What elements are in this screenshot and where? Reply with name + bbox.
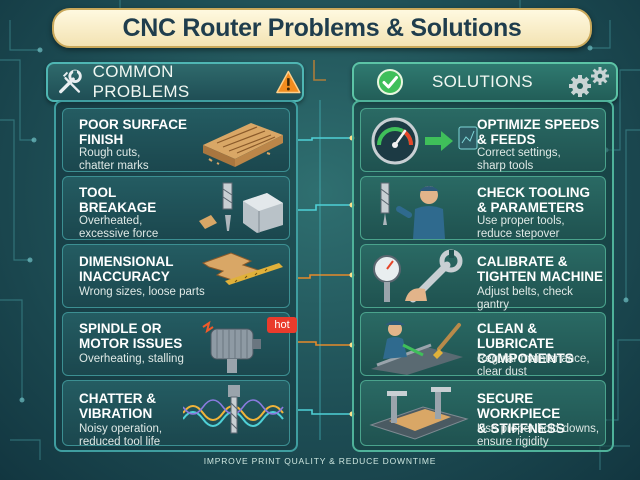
solution-desc: Adjust belts, check gantry [477,286,573,311]
problems-heading: COMMON PROBLEMS [92,62,190,101]
clamp-workpiece-icon [369,387,469,440]
footer-tagline: IMPROVE PRINT QUALITY & REDUCE DOWNTIME [203,456,437,466]
problem-card: CHATTER & VIBRATION Noisy operation, red… [62,380,290,448]
wrench-screwdriver-icon [59,69,82,94]
problem-title: TOOL BREAKAGE [79,185,157,215]
problem-desc: Rough cuts, chatter marks [79,147,149,172]
solution-card: CLEAN & LUBRICATE COMPONENTS Regular mai… [360,312,606,378]
solution-title: SECURE WORKPIECE & STIFFNESS [477,391,565,436]
solution-desc: Use proper hold-downs, ensure rigidity [477,423,600,448]
solution-desc: Regular maintenance, clear dust [477,353,590,378]
problem-desc: Overheating, stalling [79,353,184,365]
title-banner: CNC Router Problems & Solutions [52,8,592,48]
solution-title: CHECK TOOLING & PARAMETERS [477,185,591,215]
problem-desc: Noisy operation, reduced tool life [79,423,163,448]
problems-header: COMMON PROBLEMS [46,62,304,102]
problem-card: DIMENSIONAL INACCURACY Wrong sizes, loos… [62,244,290,308]
problem-card: SPINDLE OR MOTOR ISSUES Overheating, sta… [62,312,297,376]
lubricate-icon [371,321,463,375]
solutions-header: SOLUTIONS [352,62,618,102]
solution-title: OPTIMIZE SPEEDS & FEEDS [477,117,600,147]
page-title: CNC Router Problems & Solutions [122,13,522,42]
warning-icon [276,70,301,94]
solution-card: SECURE WORKPIECE & STIFFNESS Use proper … [360,380,606,448]
problem-desc: Wrong sizes, loose parts [79,286,205,298]
solution-desc: Correct settings, sharp tools [477,147,561,172]
solution-title: CALIBRATE & TIGHTEN MACHINE [477,254,603,284]
solution-title: CLEAN & LUBRICATE COMPONENTS [477,321,574,366]
rough-wood-icon [203,123,283,167]
solution-card: CHECK TOOLING & PARAMETERS Use proper to… [360,176,606,240]
solution-card: CALIBRATE & TIGHTEN MACHINE Adjust belts… [360,244,606,311]
problem-title: CHATTER & VIBRATION [79,391,156,421]
hot-tag: hot [267,317,297,333]
problem-desc: Overheated, excessive force [79,215,159,240]
checkmark-icon [377,69,403,95]
gears-icon [568,67,609,97]
solutions-heading: SOLUTIONS [432,72,533,91]
problems-panel: POOR SURFACE FINISH Rough cuts, chatter … [54,100,298,452]
problem-title: SPINDLE OR MOTOR ISSUES [79,321,183,351]
problem-title: POOR SURFACE FINISH [79,117,188,147]
solution-card: OPTIMIZE SPEEDS & FEEDS Correct settings… [360,108,606,172]
solution-desc: Use proper tools, reduce stepover [477,215,565,240]
broken-bit-icon [199,182,283,233]
problem-card: TOOL BREAKAGE Overheated, excessive forc… [62,176,290,240]
solutions-panel: OPTIMIZE SPEEDS & FEEDS Correct settings… [352,100,614,452]
motor-icon [202,320,261,373]
problem-title: DIMENSIONAL INACCURACY [79,254,174,284]
technician-tool-icon [380,182,445,239]
speed-gauge-icon [371,117,478,165]
vibration-icon [183,385,284,434]
problem-card: POOR SURFACE FINISH Rough cuts, chatter … [62,108,290,172]
calibrate-wrench-icon [373,249,463,303]
misaligned-part-icon [201,252,283,285]
